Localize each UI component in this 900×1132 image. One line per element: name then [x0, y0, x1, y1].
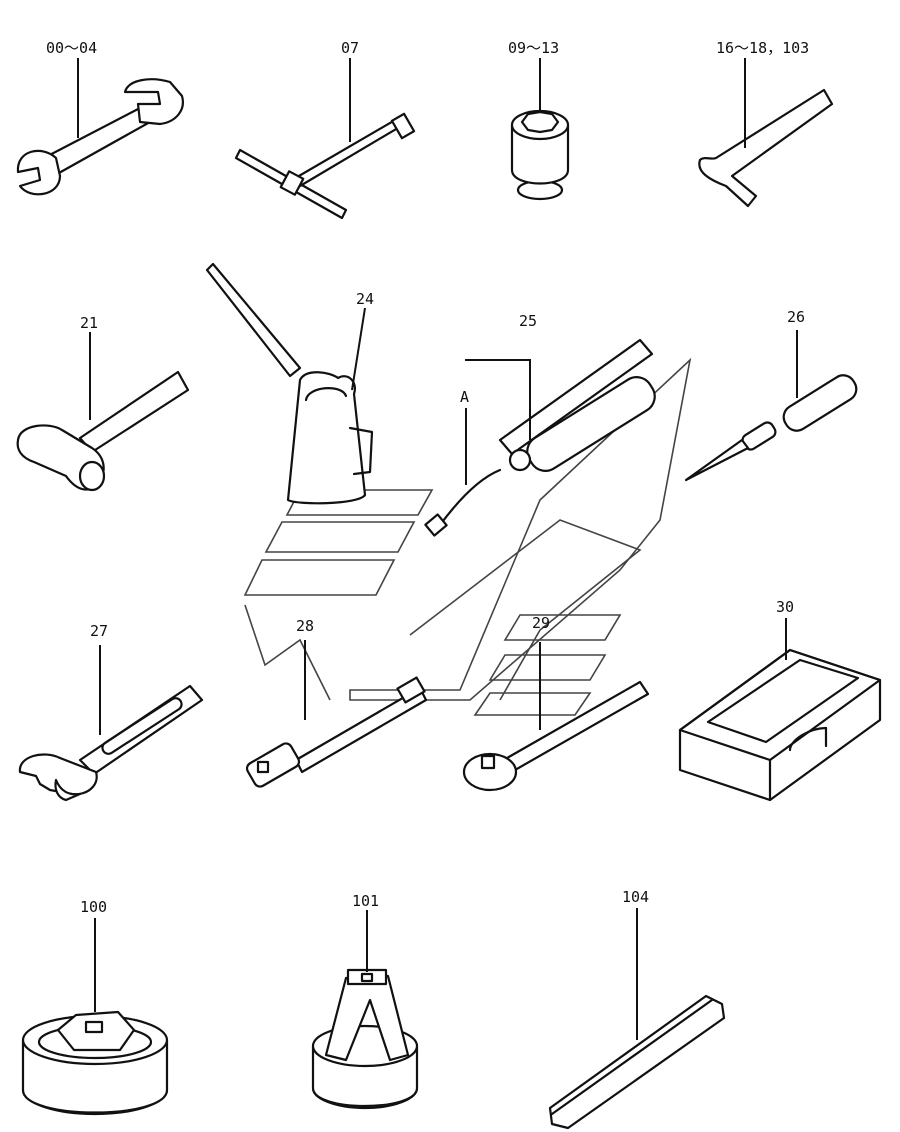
- socket-drawing: [510, 109, 570, 201]
- part-label-09-13: 09～13: [508, 39, 560, 57]
- part-label-07: 07: [341, 39, 360, 57]
- part-label-26: 26: [787, 308, 806, 326]
- part-label-29: 29: [532, 614, 551, 632]
- part-label-27: 27: [90, 622, 109, 640]
- part-label-00-04: 00～04: [46, 39, 98, 57]
- part-label-25: 25: [519, 312, 538, 330]
- part-label-24: 24: [356, 290, 375, 308]
- oil-can-drawing: [205, 262, 374, 505]
- hammer-drawing: [16, 370, 190, 492]
- part-label-101: 101: [352, 892, 380, 910]
- part-label-a: A: [460, 388, 470, 406]
- filter-wrench-101-drawing: [311, 968, 419, 1110]
- part-label-28: 28: [296, 617, 315, 635]
- tool-box-drawing: [678, 648, 882, 802]
- hex-key-drawing: [698, 88, 834, 208]
- part-label-21: 21: [80, 314, 99, 332]
- hex-bar-drawing: [548, 994, 726, 1130]
- screwdriver-drawing: [684, 374, 858, 482]
- part-label-16-18-103: 16～18，103: [716, 39, 810, 57]
- leader-24: [351, 307, 366, 391]
- t-wrench-drawing: [234, 112, 416, 220]
- part-label-100: 100: [80, 898, 108, 916]
- ratchet-drawing: [462, 680, 650, 792]
- grease-gun-drawing: [424, 338, 656, 537]
- part-label-30: 30: [776, 598, 795, 616]
- spanner-drawing: [16, 78, 184, 196]
- part-label-104: 104: [622, 888, 650, 906]
- adjustable-wrench-drawing: [18, 684, 204, 802]
- leader-25: [465, 359, 531, 440]
- filter-wrench-100-drawing: [21, 1010, 169, 1116]
- extension-bar-drawing: [245, 676, 428, 788]
